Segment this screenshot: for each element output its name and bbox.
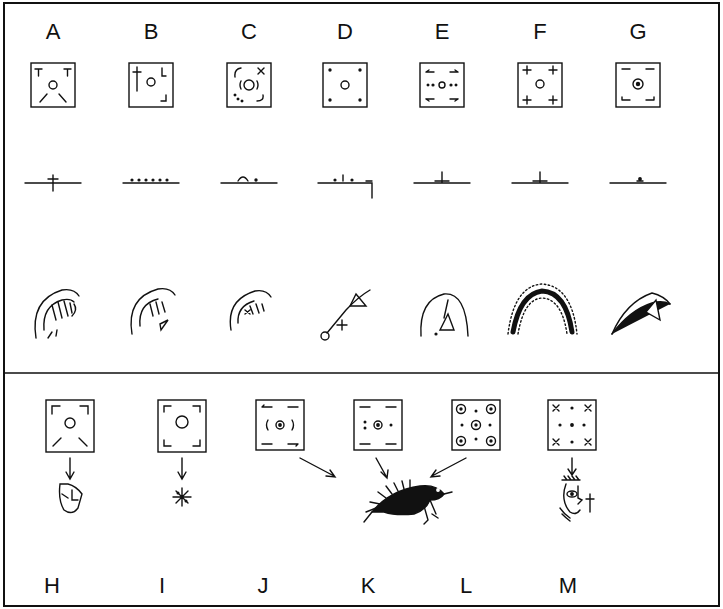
column-letter: F	[533, 21, 546, 43]
column-letter: B	[144, 21, 159, 43]
column-letter: L	[460, 575, 472, 597]
column-letter: I	[159, 575, 165, 597]
column-letter: J	[258, 575, 269, 597]
column-letter: G	[629, 21, 646, 43]
column-letter: M	[559, 575, 577, 597]
column-letter: K	[361, 575, 376, 597]
column-letter: H	[44, 575, 60, 597]
column-letter: A	[46, 21, 61, 43]
column-letter: D	[337, 21, 353, 43]
column-letter: E	[435, 21, 450, 43]
column-letter: C	[241, 21, 257, 43]
